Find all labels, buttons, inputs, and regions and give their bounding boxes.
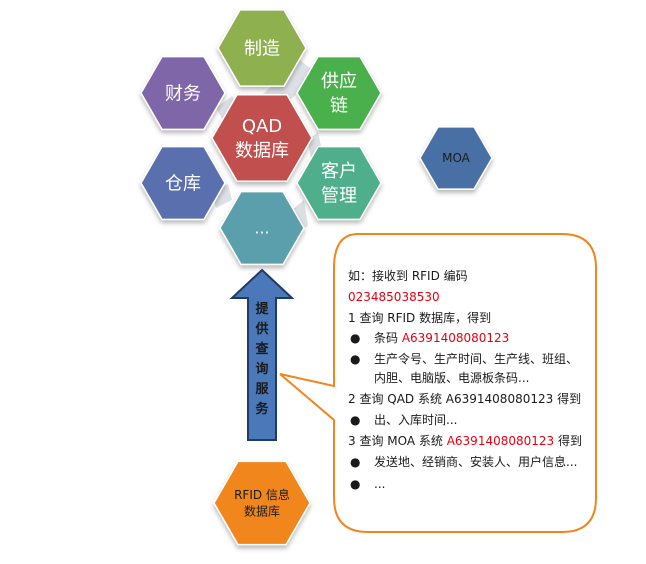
bullet-icon: ● — [350, 455, 360, 469]
hex-manufacturing-label: 制造 — [244, 38, 280, 59]
hex-moa: MOA — [419, 126, 493, 190]
callout-step-3-bullet-1: 发送地、经销商、安装人、用户信息... — [374, 454, 577, 469]
callout-rfid-code: 023485038530 — [348, 290, 440, 304]
hex-warehouse: 仓库 — [140, 145, 226, 221]
hex-rfid-database-label: RFID 信息数据库 — [234, 487, 290, 518]
hex-moa-label: MOA — [442, 151, 471, 165]
hex-customer-management: 客户管理 — [296, 145, 382, 221]
callout-step-1-bullet-1: 条码 A6391408080123 — [374, 331, 509, 345]
hex-more-label: ... — [254, 219, 269, 238]
query-service-label: 提供查询服务 — [254, 301, 269, 417]
callout-bubble — [279, 233, 597, 533]
callout-step-1-bullet-2-line-1: 生产令号、生产时间、生产线、班组、 — [374, 351, 578, 366]
hex-supply-chain-label: 供应链 — [321, 71, 357, 116]
callout-step-3: 3 查询 MOA 系统 A6391408080123 得到 — [348, 433, 582, 448]
callout-step-2: 2 查询 QAD 系统 A6391408080123 得到 — [348, 391, 581, 406]
hex-rfid-database: RFID 信息数据库 — [213, 460, 311, 546]
hex-supply-chain: 供应链 — [296, 55, 382, 131]
hex-warehouse-label: 仓库 — [165, 173, 201, 194]
hex-more: ... — [219, 190, 305, 266]
hex-manufacturing: 制造 — [217, 9, 307, 87]
hex-finance: 财务 — [140, 55, 226, 131]
hex-customer-management-label: 客户管理 — [321, 161, 357, 206]
callout-step-2-bullet-1: 出、入库时间... — [374, 412, 457, 427]
up-arrow-icon — [229, 268, 295, 441]
callout-step-3-bullet-2: ... — [374, 477, 385, 491]
hex-finance-label: 财务 — [165, 83, 201, 104]
bullet-icon: ● — [350, 413, 360, 427]
bullet-icon: ● — [350, 352, 360, 366]
callout-step-1-bullet-2-line-2: 内胆、电脑版、电源板条码... — [374, 371, 529, 385]
bullet-icon: ● — [350, 477, 360, 491]
example-callout: 如：接收到 RFID 编码 023485038530 1 查询 RFID 数据库… — [279, 233, 597, 533]
bullet-icon: ● — [350, 331, 360, 345]
callout-step-1: 1 查询 RFID 数据库，得到 — [348, 310, 491, 325]
query-service-arrow: 提供查询服务 — [229, 268, 295, 441]
callout-intro: 如：接收到 RFID 编码 — [348, 268, 468, 283]
